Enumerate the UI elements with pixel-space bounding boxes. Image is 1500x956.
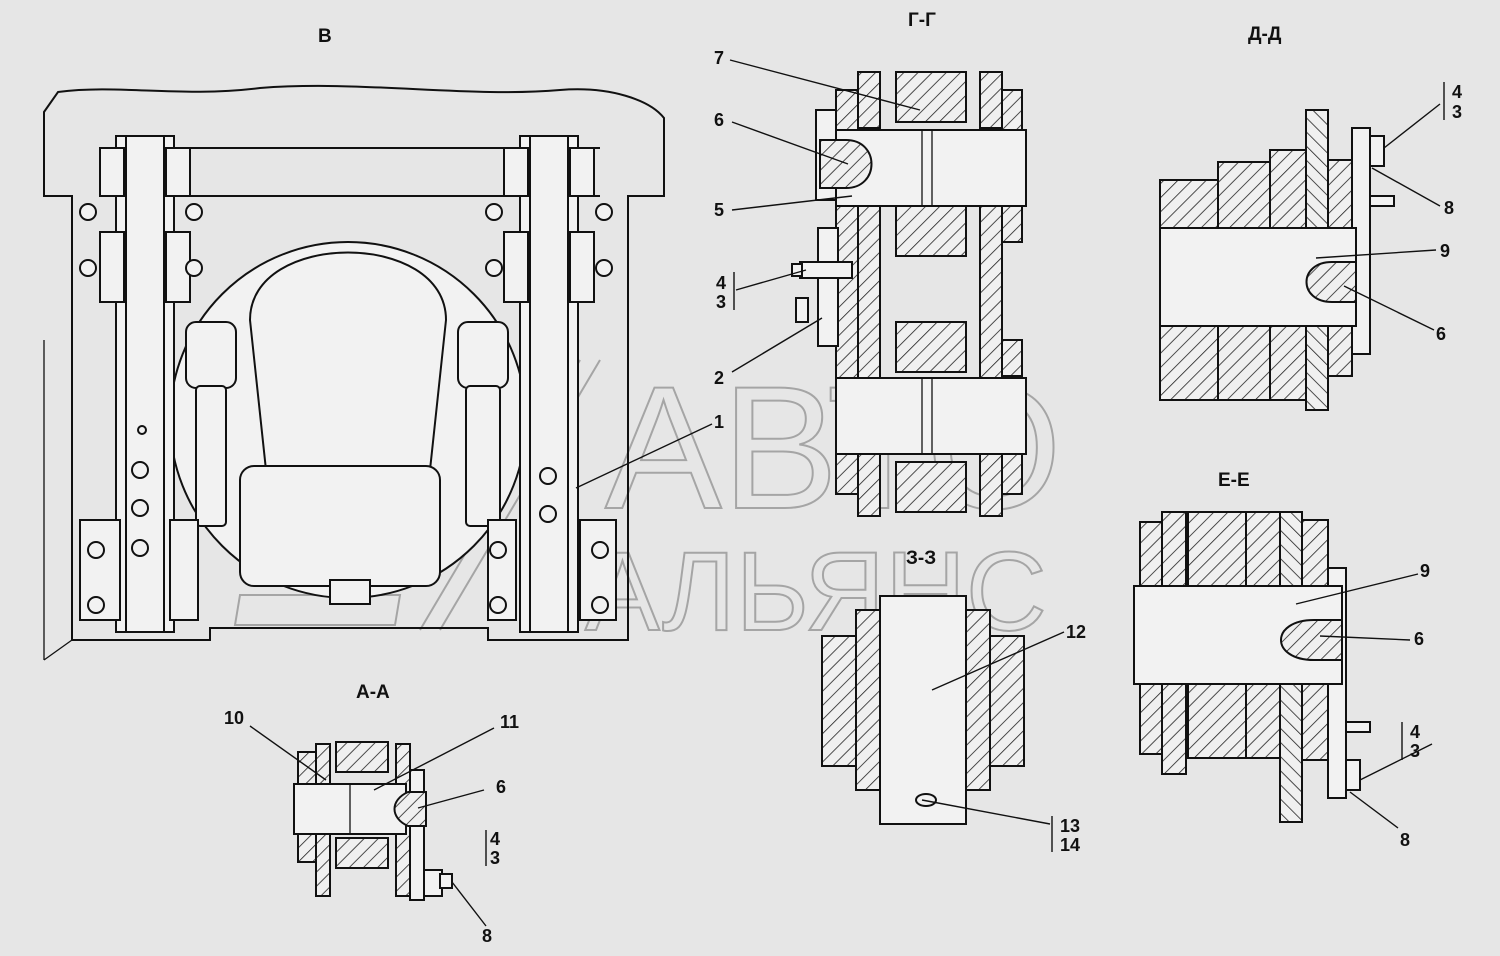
callout-aa-8: 8 (482, 926, 492, 946)
view-v-title: В (318, 26, 332, 47)
callout-dd-4: 4 (1452, 82, 1462, 102)
callout-zz-12: 12 (1066, 622, 1086, 642)
callout-zz-14: 14 (1060, 835, 1080, 855)
view-zz: З-З (821, 548, 1065, 825)
callout-gg-6: 6 (714, 110, 724, 130)
callout-dd-8: 8 (1444, 198, 1454, 218)
callout-gg-3: 3 (716, 292, 726, 312)
callout-aa-6: 6 (496, 777, 506, 797)
callout-separators (485, 82, 1445, 866)
callout-zz-13: 13 (1060, 816, 1080, 836)
view-zz-title: З-З (906, 548, 936, 569)
callout-aa-11: 11 (500, 712, 519, 732)
callout-aa-10: 10 (224, 708, 244, 728)
view-aa: А-А (249, 682, 495, 927)
callout-aa-4: 4 (490, 829, 500, 849)
callout-ee-4: 4 (1410, 722, 1420, 742)
callout-gg-2: 2 (714, 368, 724, 388)
view-v: В (43, 26, 713, 661)
callouts: 7 6 5 4 3 2 1 4 3 8 9 6 9 6 4 3 8 12 13 … (224, 48, 1462, 946)
view-ee: Е-Е (1133, 470, 1433, 829)
view-dd-title: Д-Д (1248, 24, 1282, 45)
callout-ee-8: 8 (1400, 830, 1410, 850)
callout-gg-4: 4 (716, 273, 726, 293)
view-dd: Д-Д (1159, 24, 1441, 411)
callout-ee-6: 6 (1414, 629, 1424, 649)
callout-dd-6: 6 (1436, 324, 1446, 344)
view-gg-title: Г-Г (908, 10, 936, 31)
view-gg: Г-Г (729, 10, 1027, 517)
callout-gg-5: 5 (714, 200, 724, 220)
callout-ee-9: 9 (1420, 561, 1430, 581)
callout-aa-3: 3 (490, 848, 500, 868)
callout-dd-3: 3 (1452, 102, 1462, 122)
view-aa-title: А-А (356, 682, 390, 703)
callout-dd-9: 9 (1440, 241, 1450, 261)
callout-ee-3: 3 (1410, 741, 1420, 761)
view-ee-title: Е-Е (1218, 470, 1250, 491)
callout-gg-7: 7 (714, 48, 724, 68)
callout-gg-1: 1 (714, 412, 724, 432)
